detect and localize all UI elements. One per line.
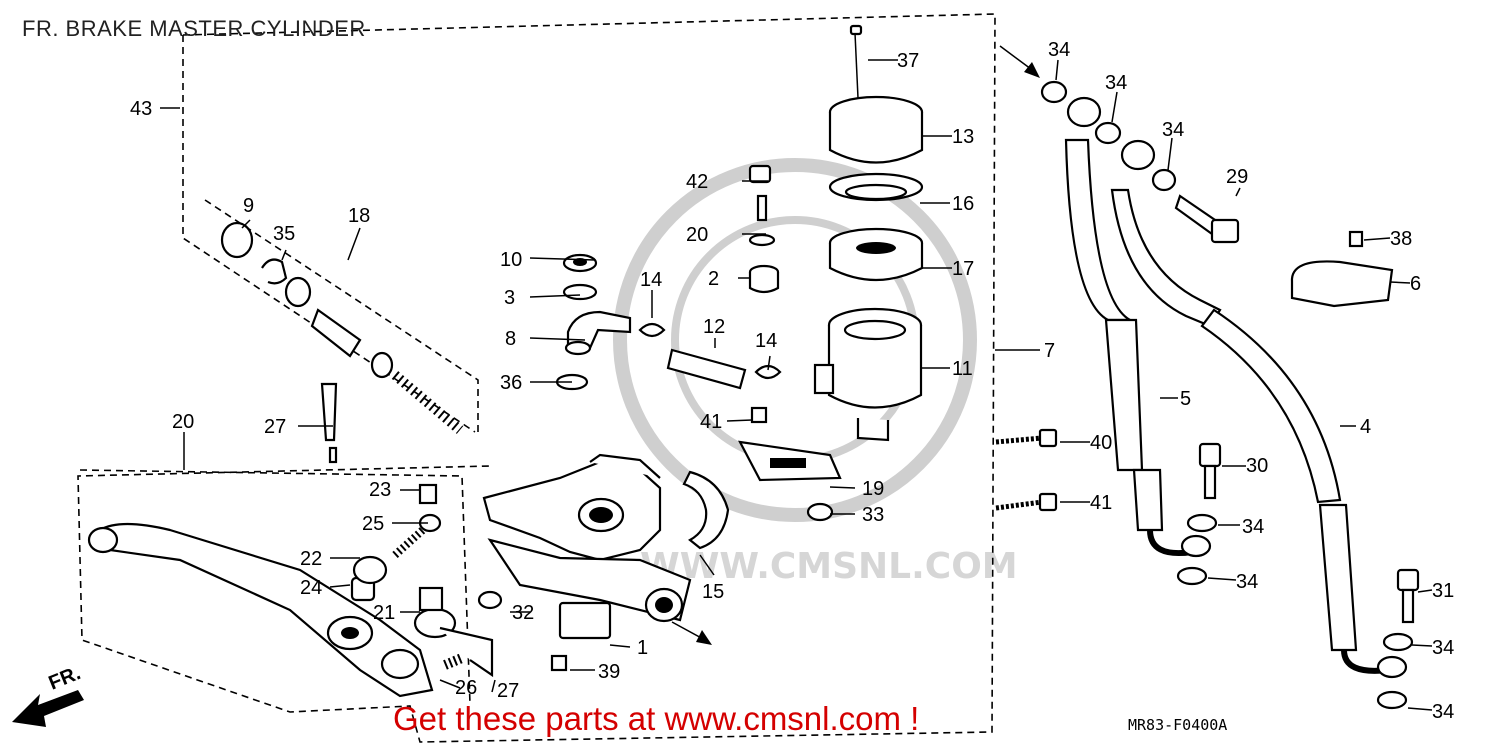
part-label: 34 [1242,516,1264,538]
part-label: 10 [500,249,522,271]
part-label: 27 [264,416,286,438]
part-label: 14 [640,269,662,291]
part-label: 35 [273,223,295,245]
part-label: 7 [1044,340,1055,362]
watermark-text: WWW.CMSNL.COM [640,546,1018,587]
front-arrow-icon [12,690,84,727]
part-label: 37 [897,50,919,72]
part-label: 19 [862,478,884,500]
part-label: 41 [700,411,722,433]
part-label: 13 [952,126,974,148]
part-label: 23 [369,479,391,501]
part-label: 2 [708,268,719,290]
part-label: 30 [1246,455,1268,477]
part-label: 25 [362,513,384,535]
part-label: 22 [300,548,322,570]
part-label: 14 [755,330,777,352]
watermark: WWW.CMSNL.COM [613,158,1018,587]
part-label: 38 [1390,228,1412,250]
part-label: 11 [952,358,973,380]
part-label: 20 [172,411,194,433]
part-label: 39 [598,661,620,683]
part-label: 18 [348,205,370,227]
part-label: 20 [686,224,708,246]
part-label: 42 [686,171,708,193]
part-label: 31 [1432,580,1454,602]
small-fittings [477,253,834,672]
part-label: 34 [1236,571,1258,593]
reservoir-assembly [748,24,924,442]
part-label: 9 [243,195,254,217]
part-label: 3 [504,287,515,309]
piston-kit [220,221,464,464]
part-label: 24 [300,577,322,599]
part-label: 36 [500,372,522,394]
part-label: 5 [1180,388,1191,410]
part-label: 34 [1162,119,1184,141]
master-cylinder-body [482,440,842,640]
brake-hoses [995,80,1420,710]
part-label: 27 [497,680,519,702]
part-label: 43 [130,98,152,120]
part-label: 1 [637,637,648,659]
part-label: 34 [1432,637,1454,659]
part-label: 29 [1226,166,1248,188]
part-label: 34 [1048,39,1070,61]
part-label: 4 [1360,416,1371,438]
part-label: 33 [862,504,884,526]
promo-link[interactable]: Get these parts at www.cmsnl.com ! [393,700,920,737]
part-label: 12 [703,316,725,338]
part-label: 32 [512,602,534,624]
page-title: FR. BRAKE MASTER CYLINDER [22,16,366,41]
part-label: 41 [1090,492,1112,514]
diagram-code: MR83-F0400A [1128,716,1228,734]
part-label: 16 [952,193,974,215]
part-label: 26 [455,677,477,699]
part-label: 15 [702,581,724,603]
part-label: 8 [505,328,516,350]
part-label: 21 [373,602,395,624]
part-label: 17 [952,258,974,280]
part-labels: 37 13 16 17 11 7 43 42 20 2 10 3 8 36 14… [130,39,1454,723]
part-label: 40 [1090,432,1112,454]
direction-label: FR. [46,662,84,694]
leader-lines [160,59,1433,711]
brake-lever [87,483,494,698]
part-label: 34 [1105,72,1127,94]
part-label: 6 [1410,273,1421,295]
part-label: 34 [1432,701,1454,723]
